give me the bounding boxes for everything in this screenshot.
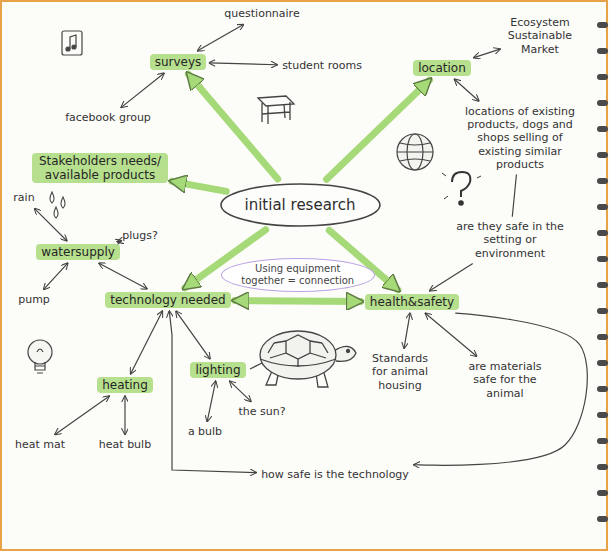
node-text: initial research bbox=[245, 196, 356, 214]
node-text: lighting bbox=[195, 363, 240, 377]
highlighted-topic: Stakeholders needs/ available products bbox=[32, 153, 168, 184]
connector-line bbox=[512, 175, 516, 216]
connector-line bbox=[55, 396, 109, 434]
topic-text: are they safe in the setting or environm… bbox=[454, 219, 566, 261]
node-text: facebook group bbox=[65, 111, 151, 124]
connector-line bbox=[35, 209, 67, 241]
connector-line bbox=[99, 263, 147, 289]
node-text: pump bbox=[18, 293, 50, 306]
topic-text: are materials safe for the animal bbox=[456, 359, 554, 401]
node-text: rain bbox=[13, 191, 34, 204]
topic-text: plugs? bbox=[120, 228, 160, 243]
connector-label: Using equipment together = connection bbox=[221, 258, 375, 292]
lightbulb-sketch bbox=[28, 340, 52, 373]
connector-line bbox=[124, 396, 125, 434]
highlighted-topic: watersupply bbox=[36, 244, 120, 260]
question-mark-sketch bbox=[442, 172, 481, 205]
node-text: heating bbox=[102, 378, 148, 392]
topic-text: rain bbox=[11, 190, 36, 205]
branch-arrow bbox=[188, 74, 277, 179]
highlighted-topic: technology needed bbox=[105, 292, 230, 308]
topic-text: questionnaire bbox=[222, 6, 301, 21]
node-text: a bulb bbox=[188, 425, 222, 438]
topic-text: a bulb bbox=[186, 424, 224, 439]
node-text: heat bulb bbox=[99, 438, 151, 451]
node-text: Stakeholders needs/ available products bbox=[37, 154, 163, 183]
central-topic-oval: initial research bbox=[219, 182, 382, 228]
highlighted-topic: heating bbox=[97, 377, 153, 393]
node-text: are they safe in the setting or environm… bbox=[456, 220, 564, 260]
topic-text: locations of existing products, dogs and… bbox=[459, 104, 581, 172]
connector-line bbox=[176, 311, 210, 359]
stool-sketch bbox=[258, 96, 294, 124]
connector-line bbox=[44, 263, 68, 289]
connector-line bbox=[117, 241, 121, 242]
node-text: watersupply bbox=[41, 245, 115, 259]
connector-line bbox=[414, 313, 587, 465]
node-text: questionnaire bbox=[224, 7, 299, 20]
topic-text: heat bulb bbox=[97, 437, 153, 452]
connector-line bbox=[169, 311, 256, 472]
node-text: technology needed bbox=[110, 293, 225, 307]
node-text: health&safety bbox=[370, 295, 454, 309]
node-text: the sun? bbox=[238, 405, 285, 418]
branch-arrow bbox=[235, 301, 361, 302]
highlighted-topic: health&safety bbox=[365, 294, 459, 310]
connector-line bbox=[207, 381, 215, 421]
globe-sketch bbox=[397, 134, 433, 170]
branch-arrow bbox=[327, 80, 430, 179]
topic-text: how safe is the technology bbox=[259, 467, 411, 482]
node-text: Standards for animal housing bbox=[366, 352, 434, 392]
node-text: location bbox=[418, 61, 466, 75]
highlighted-topic: surveys bbox=[150, 54, 207, 70]
topic-text: facebook group bbox=[63, 110, 153, 125]
node-text: Ecosystem Sustainable Market bbox=[505, 16, 575, 56]
node-text: locations of existing products, dogs and… bbox=[461, 105, 579, 171]
highlighted-topic: lighting bbox=[190, 362, 245, 378]
spiral-binding bbox=[597, 22, 608, 522]
topic-text: Ecosystem Sustainable Market bbox=[503, 15, 577, 57]
connector-line bbox=[430, 264, 473, 291]
raindrops-sketch bbox=[50, 192, 65, 218]
connector-line bbox=[474, 49, 500, 58]
phone-icon-sketch bbox=[62, 31, 82, 55]
node-text: heat mat bbox=[15, 438, 65, 451]
connector-line bbox=[230, 381, 251, 401]
node-text: how safe is the technology bbox=[261, 468, 409, 481]
topic-text: the sun? bbox=[236, 404, 287, 419]
topic-text: student rooms bbox=[280, 58, 364, 73]
topic-text: Standards for animal housing bbox=[364, 351, 436, 393]
connector-line bbox=[454, 79, 478, 101]
connector-line bbox=[404, 313, 410, 348]
node-text: plugs? bbox=[122, 229, 158, 242]
node-text: surveys bbox=[155, 55, 202, 69]
node-text: are materials safe for the animal bbox=[458, 360, 552, 400]
topic-text: pump bbox=[16, 292, 52, 307]
connector-line bbox=[198, 25, 244, 51]
highlighted-topic: location bbox=[413, 60, 471, 76]
branch-arrow bbox=[172, 181, 226, 191]
node-text: student rooms bbox=[282, 59, 362, 72]
connector-line bbox=[209, 63, 277, 65]
oval-outline bbox=[221, 184, 380, 226]
connector-line bbox=[131, 311, 163, 374]
tortoise-sketch bbox=[250, 331, 356, 387]
connector-line bbox=[425, 313, 476, 356]
connector-line bbox=[121, 73, 164, 107]
topic-text: heat mat bbox=[13, 437, 67, 452]
